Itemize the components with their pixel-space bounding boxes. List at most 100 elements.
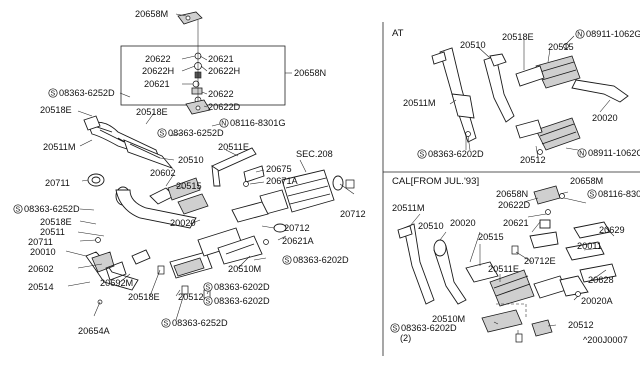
- label-08363-6252d-left: 08363-6252D: [24, 204, 80, 214]
- label-20511: 20511: [40, 227, 65, 237]
- label-08363-6252d-mid: 08363-6252D: [168, 128, 224, 138]
- label-20518e-lower: 20518E: [40, 217, 72, 227]
- svg-text:S: S: [164, 321, 169, 328]
- label-20621-lower: 20621: [144, 79, 170, 89]
- svg-text:N: N: [577, 32, 582, 39]
- svg-text:S: S: [16, 207, 21, 214]
- label-08363-6202d-mid: 08363-6202D: [214, 282, 270, 292]
- label-cal-20510m: 20510M: [432, 314, 465, 324]
- svg-text:S: S: [206, 299, 211, 306]
- label-20658m: 20658M: [135, 9, 168, 19]
- label-20602: 20602: [150, 168, 176, 178]
- label-at-20512: 20512: [520, 155, 546, 165]
- svg-text:S: S: [420, 152, 425, 159]
- label-20711: 20711: [45, 178, 70, 188]
- label-20512: 20512: [178, 292, 204, 302]
- catalytic-converter: [259, 169, 355, 215]
- label-at-08363-6202d: 08363-6202D: [428, 149, 484, 159]
- main-leaders: [65, 55, 355, 321]
- label-sec208: SEC.208: [296, 149, 333, 159]
- svg-text:S: S: [160, 131, 165, 138]
- label-20511m: 20511M: [43, 142, 76, 152]
- label-20711-lower: 20711: [28, 237, 53, 247]
- label-20621a: 20621A: [282, 236, 315, 246]
- label-20515: 20515: [176, 181, 202, 191]
- panel-title-cal: CAL[FROM JUL.'93]: [392, 176, 479, 187]
- label-20621: 20621: [208, 54, 234, 64]
- svg-text:S: S: [285, 258, 290, 265]
- diagram-code: ^200J0007: [583, 335, 628, 345]
- label-cal-20011: 20011: [577, 241, 602, 251]
- label-20518e-center: 20518E: [136, 107, 168, 117]
- label-20518e-bottom: 20518E: [128, 292, 160, 302]
- label-cal-qty: (2): [400, 333, 411, 343]
- label-cal-20629: 20629: [599, 225, 625, 235]
- label-20622: 20622: [145, 54, 171, 64]
- label-at-20510: 20510: [460, 40, 486, 50]
- label-at-08911-1062g-bottom: 08911-1062G: [588, 148, 640, 158]
- label-cal-20621: 20621: [503, 218, 529, 228]
- manifold-right: [123, 139, 174, 169]
- panel-frames: [382, 22, 640, 356]
- label-20654a: 20654A: [78, 326, 111, 336]
- label-20510m: 20510M: [228, 264, 261, 274]
- label-20602-lower: 20602: [28, 264, 54, 274]
- label-cal-20020: 20020: [450, 218, 476, 228]
- center-lower-assembly: [157, 227, 269, 299]
- label-20514: 20514: [28, 282, 54, 292]
- label-08363-6252d-top: 08363-6252D: [59, 88, 115, 98]
- label-20511e: 20511E: [218, 142, 249, 152]
- heat-shield-20515: [167, 177, 201, 201]
- label-cal-20020a: 20020A: [581, 296, 614, 306]
- cal-panel-drawing: [397, 185, 617, 343]
- lower-left-assembly: [85, 237, 151, 317]
- label-20675: 20675: [266, 164, 292, 174]
- svg-text:N: N: [579, 151, 584, 158]
- label-20622d: 20622D: [208, 102, 241, 112]
- label-20622-lower: 20622: [208, 89, 234, 99]
- label-20622h-left: 20622H: [142, 66, 174, 76]
- label-cal-20712e: 20712E: [524, 256, 556, 266]
- svg-text:N: N: [221, 121, 226, 128]
- label-20622h-right: 20622H: [208, 66, 240, 76]
- gasket-20711: [87, 173, 105, 187]
- label-cal-20510: 20510: [418, 221, 444, 231]
- label-at-20515: 20515: [548, 42, 574, 52]
- label-cal-20628: 20628: [588, 275, 614, 285]
- label-20671a: 20671A: [266, 176, 299, 186]
- label-at-08911-1062g-top: 08911-1062G: [586, 29, 640, 39]
- svg-text:S: S: [590, 192, 595, 199]
- label-cal-20658n: 20658N: [496, 189, 528, 199]
- svg-text:S: S: [51, 91, 56, 98]
- label-at-20518e: 20518E: [502, 32, 534, 42]
- label-08363-6252d-bottom: 08363-6252D: [172, 318, 228, 328]
- label-20692m: 20692M: [100, 278, 133, 288]
- label-20712-center: 20712: [284, 223, 310, 233]
- at-panel-drawing: [431, 35, 629, 159]
- label-20658n: 20658N: [294, 68, 326, 78]
- main-drawing: [65, 11, 355, 321]
- label-cal-08116-8301g: 08116-8301G: [598, 189, 640, 199]
- part-labels: 20658M 20622 20621 20622H 20622H 20658N …: [13, 9, 640, 345]
- label-at-20511m: 20511M: [403, 98, 436, 108]
- svg-text:S: S: [206, 285, 211, 292]
- label-20510: 20510: [178, 155, 204, 165]
- label-20518e-left: 20518E: [40, 105, 72, 115]
- label-cal-20511m: 20511M: [392, 203, 425, 213]
- label-cal-20622d: 20622D: [498, 200, 531, 210]
- label-at-20020: 20020: [592, 113, 618, 123]
- label-08116-8301g: 08116-8301G: [230, 118, 286, 128]
- label-08363-6202d-lower: 08363-6202D: [214, 296, 270, 306]
- label-20712-right: 20712: [340, 209, 366, 219]
- label-cal-20658m: 20658M: [570, 176, 603, 186]
- label-cal-20511e: 20511E: [488, 264, 519, 274]
- label-cal-08363-6202d: 08363-6202D: [401, 323, 457, 333]
- panel-title-at: AT: [392, 28, 404, 39]
- label-cal-20515: 20515: [478, 232, 504, 242]
- label-20010: 20010: [30, 247, 56, 257]
- label-20020: 20020: [170, 218, 196, 228]
- label-08363-6202d-right: 08363-6202D: [293, 255, 349, 265]
- label-cal-20512: 20512: [568, 320, 594, 330]
- svg-text:S: S: [393, 326, 398, 333]
